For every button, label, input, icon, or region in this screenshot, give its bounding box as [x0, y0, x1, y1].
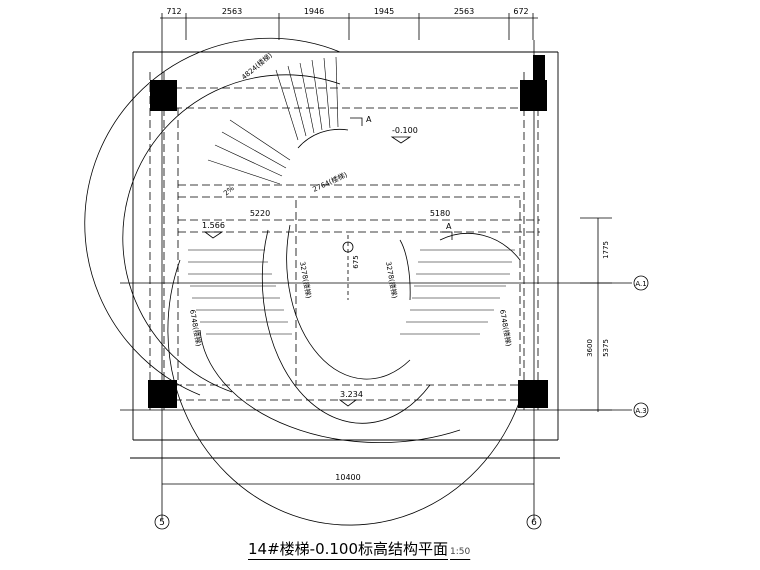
- right-dimension-lines: [580, 217, 612, 412]
- beams: [149, 72, 540, 410]
- right-dim-2: 5375: [602, 339, 610, 357]
- top-dim-5: 2563: [454, 7, 474, 16]
- stair-label-left-outer: 6748(楼梯): [188, 309, 203, 348]
- drawing-title-text: 14#楼梯-0.100标高结构平面: [248, 540, 449, 558]
- section-mark-mid: [440, 231, 453, 240]
- level-top: -0.100: [392, 126, 418, 135]
- axis-label-a1: A.1: [635, 280, 646, 288]
- stair-label-right-outer: 6748(楼梯): [498, 309, 513, 348]
- top-dim-3: 1946: [304, 7, 324, 16]
- top-dim-1: 712: [166, 7, 181, 16]
- stair-label-top-outer: 4824(楼梯): [240, 51, 275, 82]
- level-marker-left: [203, 231, 224, 239]
- small-dim: 675: [352, 255, 360, 268]
- bottom-dim: 10400: [335, 473, 360, 482]
- level-left: 1.566: [202, 221, 225, 230]
- stair-label-top-inner: 2764(楼梯): [311, 170, 349, 194]
- section-mark-label-top: A: [366, 115, 372, 124]
- level-bottom: 3.234: [340, 390, 363, 399]
- top-dim-6: 672: [513, 7, 528, 16]
- right-dim-1: 1775: [602, 241, 610, 259]
- stair-label-left-inner: 3278(楼梯): [298, 261, 313, 300]
- stair-slope-label: 2%: [222, 184, 236, 197]
- axis-lines: [120, 40, 632, 520]
- stair-label-right-inner: 3278(楼梯): [384, 261, 399, 300]
- axis-bubble-a3: [633, 402, 649, 418]
- top-dim-2: 2563: [222, 7, 242, 16]
- beam-span-left: 5220: [250, 209, 270, 218]
- columns: [148, 55, 548, 408]
- stair-treads: [188, 56, 515, 335]
- top-dimension-ticks: [161, 13, 534, 40]
- structure-frame: [130, 51, 560, 459]
- right-dim-3: 3600: [586, 339, 594, 357]
- level-marker-bottom: [338, 399, 358, 407]
- section-mark-top: [350, 117, 363, 126]
- level-marker-top: [390, 136, 412, 144]
- beam-span-right: 5180: [430, 209, 450, 218]
- axis-bubble-6: [526, 514, 542, 530]
- axis-label-6: 6: [531, 518, 537, 528]
- top-dim-4: 1945: [374, 7, 394, 16]
- axis-bubble-a1: [633, 275, 649, 291]
- stair-arcs: [84, 37, 521, 526]
- drawing-scale: 1:50: [450, 547, 471, 557]
- axis-label-5: 5: [159, 518, 165, 528]
- axis-label-a3: A.3: [635, 407, 646, 415]
- section-mark-label-mid: A: [446, 222, 452, 231]
- axis-bubble-5: [154, 514, 170, 530]
